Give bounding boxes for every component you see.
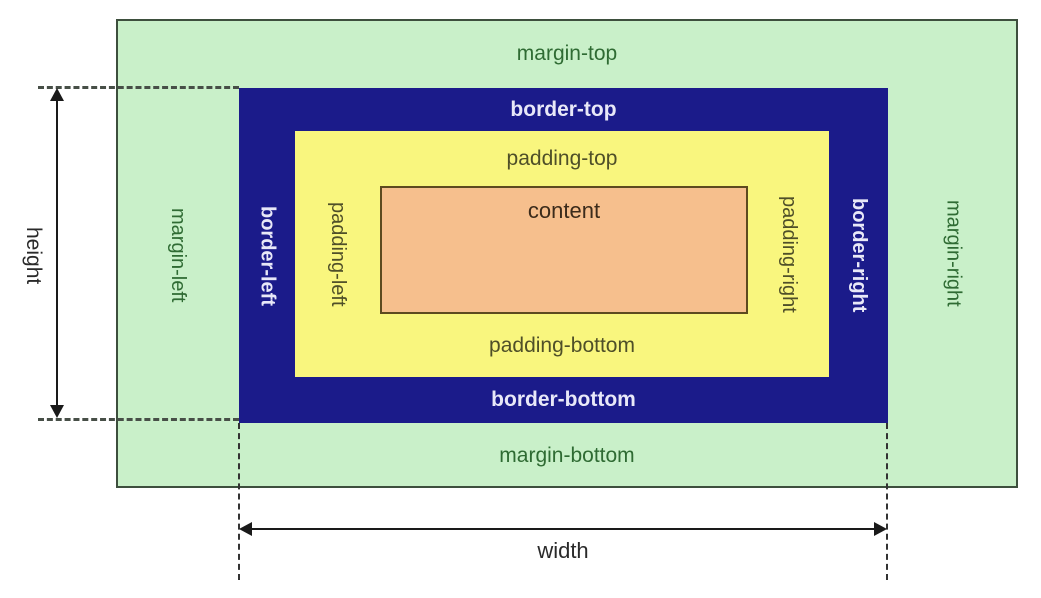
border-left-label: border-left [256,205,279,306]
width-arrowhead-right-icon [874,522,887,536]
margin-right-label: margin-right [942,200,965,307]
border-right-label: border-right [848,198,870,313]
width-guide-right-dashed-line [886,423,888,580]
padding-bottom-label: padding-bottom [489,333,635,357]
content-area-box [380,186,748,314]
height-label: height [22,226,45,285]
padding-top-label: padding-top [506,146,618,170]
width-guide-left-dashed-line [238,423,240,580]
margin-left-label: margin-left [167,208,189,303]
height-arrow-line [56,93,58,413]
height-arrowhead-up-icon [50,88,64,101]
width-arrowhead-left-icon [239,522,252,536]
width-arrow-line [247,528,881,530]
height-guide-bottom-dashed-line [38,418,239,421]
margin-bottom-label: margin-bottom [499,443,635,467]
content-label: content [527,198,601,223]
border-bottom-label: border-bottom [491,388,636,411]
margin-top-label: margin-top [516,41,618,65]
width-label: width [537,538,589,563]
border-top-label: border-top [510,97,617,121]
padding-left-label: padding-left [327,201,349,307]
height-guide-top-dashed-line [38,86,239,89]
padding-right-label: padding-right [778,195,800,313]
height-arrowhead-down-icon [50,405,64,418]
